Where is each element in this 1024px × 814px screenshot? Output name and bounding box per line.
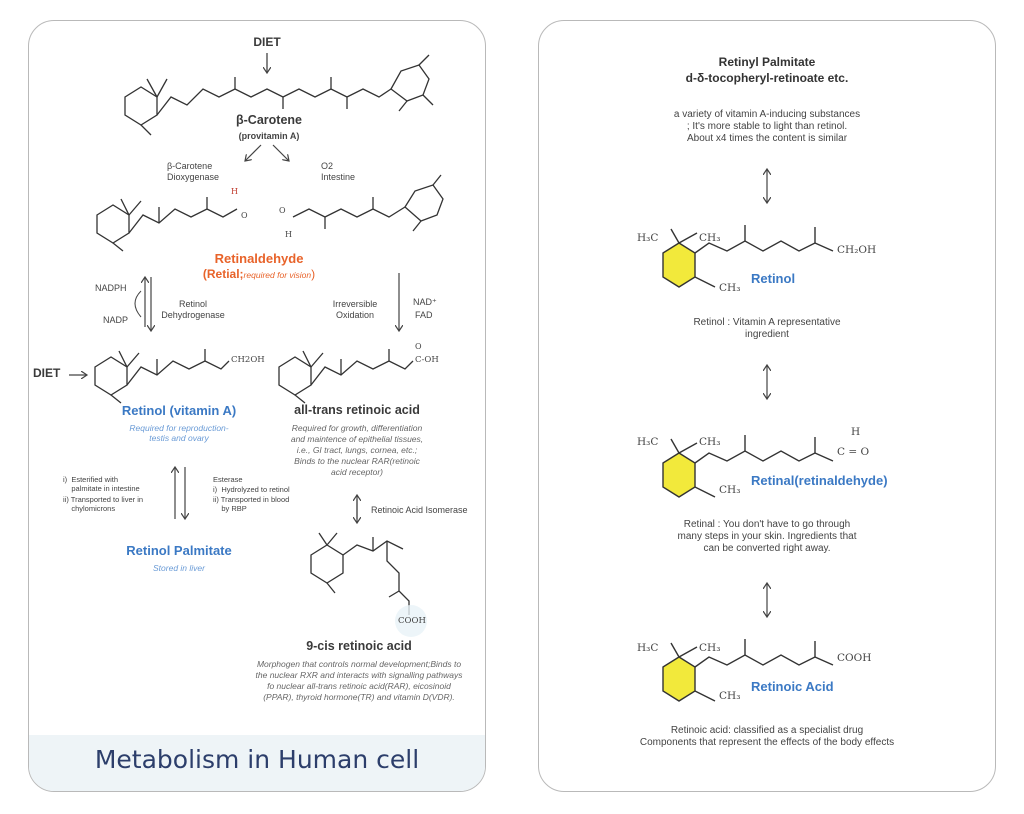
retinol-note-line1: Required for reproduction-: [129, 423, 229, 433]
forms-diagram: [662, 21, 834, 702]
retinol-ch3-bottom: CH₃: [719, 282, 741, 294]
nine-cis-note-line3: fo nuclear all-trans retinoic acid(RAR),…: [267, 681, 451, 691]
metabolism-diagram: [69, 53, 444, 637]
nine-cis-structure: [310, 532, 410, 615]
nadph-label: NADPH: [95, 283, 127, 293]
oxidation-line2: Oxidation: [335, 310, 375, 320]
ester-right-line2: i) Hydrolyzed to retinol: [213, 485, 290, 494]
retinaldehyde-title: Retinaldehyde: [214, 251, 304, 266]
retinal-desc-line1: Retinal : You don't have to go through: [683, 519, 851, 530]
atra-title: all-trans retinoic acid: [294, 403, 420, 417]
retinoic-ch3-top: CH₃: [699, 642, 721, 654]
atra-structure: [278, 349, 414, 404]
top-title-line2: d-δ-tocopheryl-retinoate etc.: [685, 71, 849, 85]
retinol-ch2oh-label: CH2OH: [231, 355, 265, 365]
top-desc-line3: About x4 times the content is similar: [686, 133, 848, 144]
ester-right-line1: Esterase: [213, 475, 243, 484]
beta-carotene-title: β-Carotene: [236, 113, 302, 127]
retinal-ch3-bottom: CH₃: [719, 484, 741, 496]
ester-left-line2: palmitate in intestine: [63, 484, 140, 493]
cleave-right-arrow: [272, 144, 289, 161]
top-title-line1: Retinyl Palmitate: [718, 55, 816, 69]
cleave-left-arrow: [245, 144, 262, 161]
retinal-ch3-top: CH₃: [699, 436, 721, 448]
retinal-desc-line2: many steps in your skin. Ingredients tha…: [677, 531, 857, 542]
diet-top-label: DIET: [253, 35, 281, 49]
beta-carotene-subtitle: (provitamin A): [238, 131, 300, 141]
retinal-desc-line3: can be converted right away.: [703, 543, 831, 554]
retinal-molecule: [662, 435, 834, 498]
retinoic-desc-line1: Retinoic acid: classified as a specialis…: [670, 725, 864, 736]
atra-note-line5: acid receptor): [331, 467, 383, 477]
atra-coh-label: C-OH: [415, 355, 439, 365]
ester-left-line4: chylomicrons: [63, 504, 116, 513]
cofactor-fad: FAD: [415, 310, 433, 320]
retinol-desc-line1: Retinol : Vitamin A representative: [693, 317, 841, 328]
enzyme-right-line1: O2: [321, 161, 334, 171]
retinoic-ch3-bottom: CH₃: [719, 690, 741, 702]
atra-note-line4: Binds to the nuclear RAR(retinoic: [294, 456, 420, 466]
top-desc-line1: a variety of vitamin A-inducing substanc…: [673, 109, 861, 120]
atra-note-line1: Required for growth, differentiation: [291, 423, 423, 433]
retinol-h3c: H₃C: [637, 232, 659, 244]
footer-title: Metabolism in Human cell: [94, 745, 420, 774]
aldehyde-o2-label: O: [279, 206, 286, 215]
aldehyde-h2-label: H: [285, 230, 292, 239]
retinal-paren-close: ): [311, 267, 316, 281]
retinol-desc-line2: ingredient: [745, 329, 789, 340]
ester-right-line4: by RBP: [213, 504, 247, 513]
retinal-tail: C = O: [837, 446, 870, 458]
retinal-paren-open: (Retial;: [202, 267, 244, 281]
metabolism-panel: DIET: [28, 20, 486, 792]
nadp-label: NADP: [103, 315, 129, 325]
dehydrogenase-line1: Retinol: [178, 299, 208, 309]
retinal-note-text: required for vision: [243, 270, 312, 280]
palmitate-title: Retinol Palmitate: [126, 543, 232, 558]
retinol-tail: CH₂OH: [837, 244, 877, 256]
retinal-h3c: H₃C: [637, 436, 659, 448]
aldehyde-h-label: H: [231, 187, 238, 196]
atra-o-label: O: [415, 342, 422, 351]
aldehyde-o-label: O: [241, 211, 248, 220]
nine-cis-note-line4: (PPAR), thyroid hormone(TR) and vitamin …: [263, 692, 455, 702]
nine-cis-title: 9-cis retinoic acid: [306, 639, 412, 653]
enzyme-left-line2: Dioxygenase: [167, 172, 220, 182]
nine-cis-cooh-label: COOH: [398, 616, 426, 626]
nine-cis-note-line1: Morphogen that controls normal developme…: [256, 659, 462, 669]
retinaldehyde-left-structure: [96, 197, 238, 252]
retinoic-tail: COOH: [837, 652, 872, 664]
atra-note-line3: i.e., GI tract, lungs, cornea, etc.;: [296, 445, 418, 455]
palmitate-note: Stored in liver: [153, 563, 205, 573]
retinoic-desc-line2: Components that represent the effects of…: [639, 737, 895, 748]
retinal-tail-h: H: [851, 426, 861, 438]
retinol-ch3-top: CH₃: [699, 232, 721, 244]
atra-note-line2: and maintence of epithelial tissues,: [290, 434, 424, 444]
ester-left-line3: ii) Transported to liver in: [63, 495, 144, 504]
retinoic-name: Retinoic Acid: [751, 679, 834, 694]
retinal-name: Retinal(retinaldehyde): [751, 473, 888, 488]
retinol-molecule: [662, 225, 834, 288]
enzyme-left-line1: β-Carotene: [167, 161, 213, 171]
retinoic-h3c: H₃C: [637, 642, 659, 654]
retinaldehyde-note: (Retial;required for vision): [203, 268, 315, 282]
top-desc-line2: ; It's more stable to light than retinol…: [686, 121, 848, 132]
retinol-title: Retinol (vitamin A): [121, 403, 237, 418]
ester-right-line3: ii) Transported in blood: [213, 495, 290, 504]
nine-cis-note-line2: the nuclear RXR and interacts with signa…: [255, 670, 463, 680]
diet-side-label: DIET: [33, 366, 61, 380]
dehydrogenase-line2: Dehydrogenase: [161, 310, 225, 320]
footer-band: Metabolism in Human cell: [29, 735, 485, 791]
retinaldehyde-right-structure: [292, 174, 444, 232]
retinoic-acid-molecule: [662, 639, 834, 702]
beta-carotene-structure: [124, 54, 434, 136]
retinol-note-line2: testis and ovary: [149, 433, 209, 443]
isomerase-label: Retinoic Acid Isomerase: [371, 505, 468, 515]
retinol-structure: [94, 349, 230, 404]
enzyme-right-line2: Intestine: [321, 172, 356, 182]
forms-panel: Retinyl Palmitate d-δ-tocopheryl-retinoa…: [538, 20, 996, 792]
cofactor-nad: NAD⁺: [413, 297, 437, 307]
oxidation-line1: Irreversible: [332, 299, 378, 309]
ester-left-line1: i) Esterified with: [63, 475, 119, 484]
retinol-name: Retinol: [751, 271, 796, 286]
